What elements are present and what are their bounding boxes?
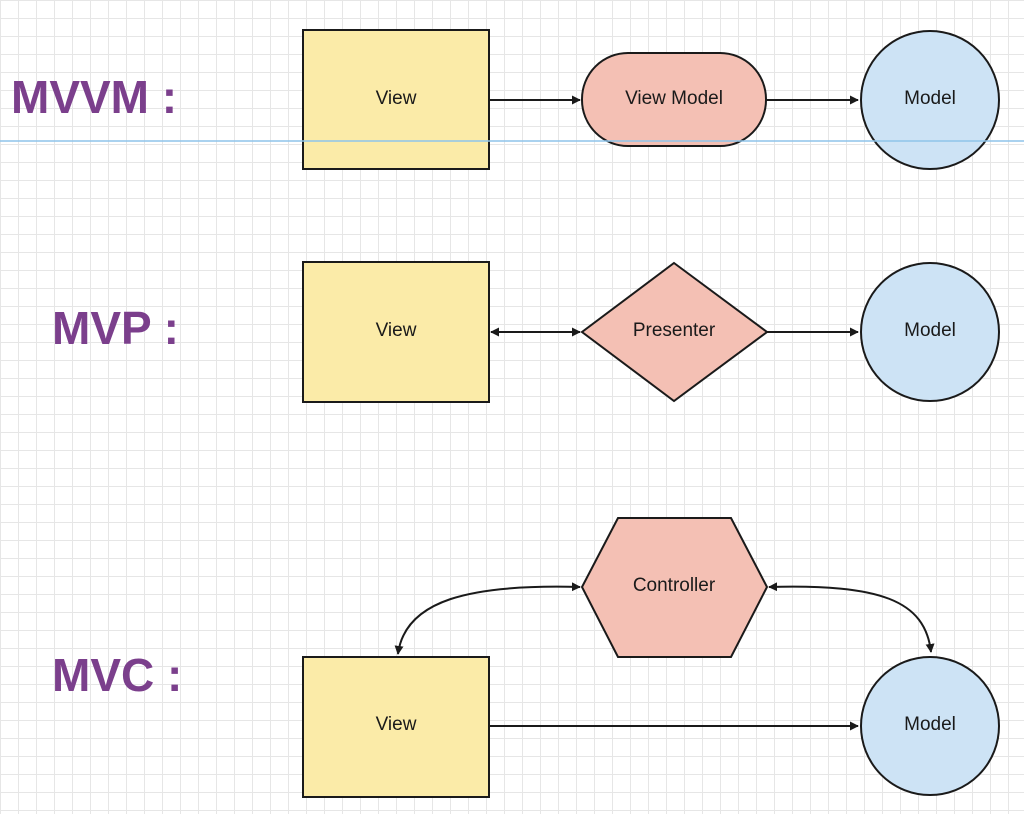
- mvp-row: View Presenter Model: [302, 261, 1000, 403]
- mvc-controller-hexagon[interactable]: [580, 517, 769, 658]
- mvvm-model-circle[interactable]: [860, 30, 1000, 170]
- mvp-view-label: View: [376, 320, 417, 341]
- mvvm-model-label: Model: [904, 88, 956, 109]
- mvvm-label: MVVM :: [11, 71, 178, 123]
- mvp-view-box[interactable]: [302, 261, 490, 403]
- mvc-controller-model-curved-arrow: [768, 582, 935, 653]
- mvp-presenter-diamond[interactable]: [580, 261, 769, 403]
- mvp-presenter-label: Presenter: [633, 320, 716, 341]
- mvvm-view-label: View: [376, 88, 417, 109]
- mvc-label: MVC :: [52, 649, 183, 701]
- mvp-model-label: Model: [904, 320, 956, 341]
- mvc-view-label: View: [376, 714, 417, 735]
- mvc-row: Controller View Model: [302, 517, 1000, 798]
- mvc-controller-label: Controller: [633, 575, 716, 596]
- mvc-model-label: Model: [904, 714, 956, 735]
- mvp-label: MVP :: [52, 302, 179, 354]
- mvvm-row: View View Model Model: [302, 29, 1000, 170]
- mvc-model-circle[interactable]: [860, 656, 1000, 796]
- mvp-model-circle[interactable]: [860, 262, 1000, 402]
- mvc-view-box[interactable]: [302, 656, 490, 798]
- mvvm-viewmodel-label: View Model: [625, 88, 723, 109]
- mvc-controller-view-curved-arrow: [394, 582, 581, 655]
